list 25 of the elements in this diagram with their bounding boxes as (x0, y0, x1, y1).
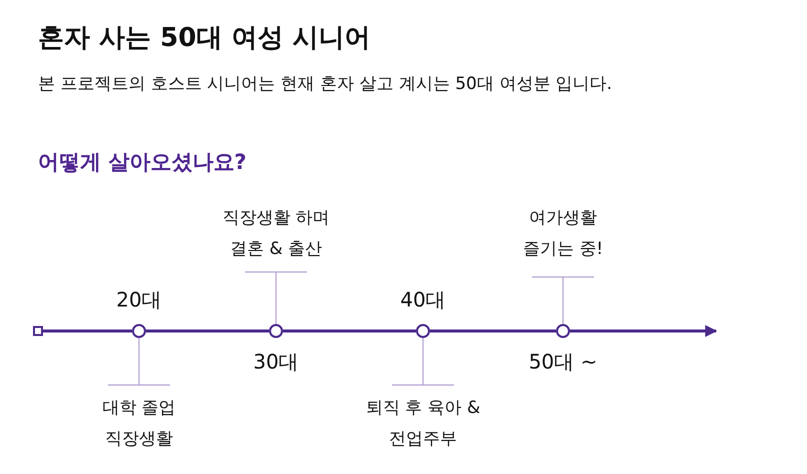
section-heading: 어떻게 살아오셨나요? (38, 149, 246, 176)
timeline-point (269, 324, 283, 338)
event-text: 대학 졸업 직장생활 (101, 397, 177, 451)
event-text: 여가생활 즐기는 중! (522, 207, 604, 261)
timeline-line (430, 330, 556, 332)
leader-line (391, 337, 455, 386)
age-label: 20대 (116, 286, 162, 314)
event-text: 퇴직 후 육아 & 전업주부 (365, 397, 481, 451)
leader-line (244, 271, 308, 325)
title: 혼자 사는 50대 여성 시니어 (38, 22, 370, 55)
timeline-point (416, 324, 430, 338)
timeline-line (283, 330, 416, 332)
event-text: 직장생활 하며 결혼 & 출산 (221, 207, 331, 261)
timeline-line (146, 330, 269, 332)
leader-line (531, 276, 595, 325)
timeline-line (43, 330, 132, 332)
timeline-arrow (570, 325, 718, 337)
leader-line (107, 337, 171, 386)
age-label: 40대 (400, 286, 446, 314)
timeline-point (132, 324, 146, 338)
timeline-point (556, 324, 570, 338)
start-square (33, 326, 43, 336)
subtitle: 본 프로젝트의 호스트 시니어는 현재 혼자 살고 계시는 50대 여성분 입니다. (38, 73, 612, 95)
age-label: 50대 ~ (528, 348, 598, 376)
age-label: 30대 (253, 348, 299, 376)
